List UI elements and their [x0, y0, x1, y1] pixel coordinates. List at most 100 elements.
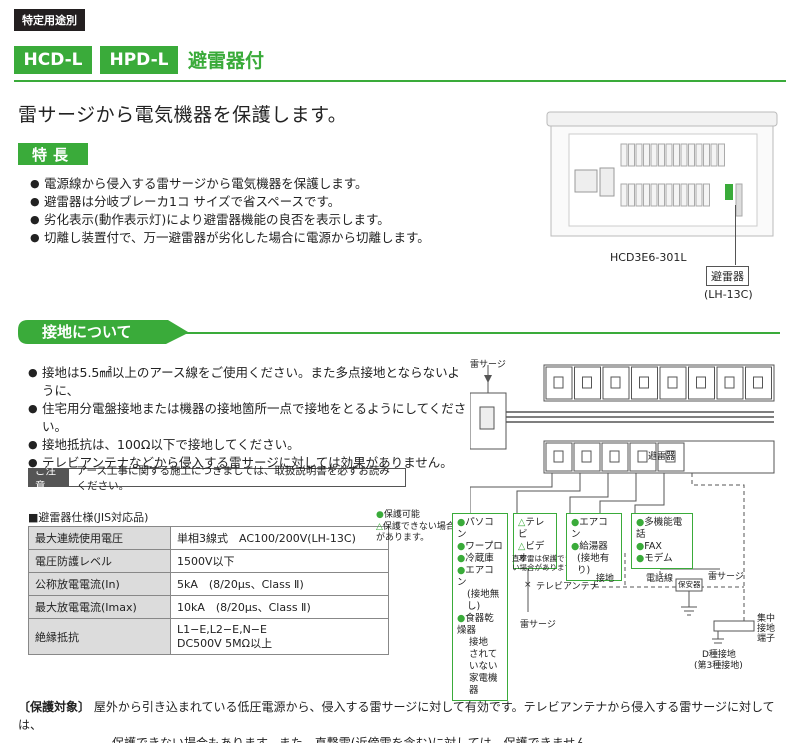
protector-label: 保安器 — [678, 580, 701, 589]
legend-ng-text: 保護できない場合があります。 — [376, 522, 455, 543]
grounding-item-cont: 住宅用分電盤接地または機器の接地箇所一点で接地をとるようにしてください。 — [28, 400, 468, 436]
device-label: (接地無し) — [467, 589, 500, 612]
breaker — [635, 183, 643, 207]
features-tag: 特長 — [18, 143, 88, 165]
breaker-switch — [665, 450, 676, 463]
device-label: 食器乾燥器 — [457, 613, 494, 636]
direct-strike-note: 直撃雷は保護できない場合があります。 — [512, 554, 580, 572]
page-headline: 雷サージから電気機器を保護します。 — [18, 104, 348, 126]
device-label: 多機能電話 — [636, 517, 683, 540]
breaker — [673, 183, 680, 207]
device-box-tv: △テレビ △ビデオ — [513, 513, 557, 569]
svg-text:×: × — [524, 580, 532, 590]
breaker-switch — [639, 376, 649, 389]
device-label: エアコン — [571, 517, 608, 540]
breaker — [688, 143, 695, 167]
breaker-switch — [610, 376, 621, 389]
terminal-label: 集中接地端子 — [757, 614, 776, 644]
surge-label-right: 雷サージ — [708, 572, 744, 582]
d-ground-sub-label: (第3種接地) — [694, 661, 743, 671]
breaker-switch — [637, 450, 648, 463]
breaker-cell — [745, 366, 772, 400]
spec-title: ■避雷器仕様(JIS対応品) — [28, 511, 149, 524]
breaker — [628, 143, 635, 167]
spec-value: 5kA (8/20μs、Class Ⅱ) — [170, 572, 389, 596]
breaker — [658, 183, 665, 207]
device-label: されていない — [469, 649, 498, 672]
breaker — [620, 183, 628, 207]
table-row: 最大連続使用電圧単相3線式 AC100/200V(LH-13C) — [28, 526, 389, 550]
header-rule — [14, 80, 786, 82]
breaker — [643, 183, 650, 207]
feature-item: 電源線から侵入する雷サージから電気機器を保護します。 — [30, 175, 530, 193]
breaker — [688, 183, 695, 207]
device-label: 接地 — [469, 637, 489, 648]
panel-illustration — [545, 110, 780, 240]
device-label: (接地有り) — [577, 553, 610, 576]
breaker — [710, 143, 718, 167]
grounding-label: 接地 — [596, 574, 615, 584]
feature-item: 切離し装置付で、万一避雷器が劣化した場合に電源から切離します。 — [30, 229, 530, 247]
arrester-leader — [735, 205, 736, 265]
spec-key: 電圧防護レベル — [28, 549, 171, 573]
notice: ご注意 アース工事に関する施工につきましては、取扱説明書を必ずお読みください。 — [28, 464, 406, 492]
breaker-switch — [609, 450, 620, 463]
grounding-item: 接地抵抗は、100Ω以下で接地してください。 — [28, 436, 468, 454]
grounding-item: テレビアンテナなどから侵入する雷サージに対しては効果がありません。 — [28, 454, 468, 472]
spec-key: 絶縁抵抗 — [28, 618, 171, 655]
tv-antenna-label: テレビアンテナ — [536, 582, 599, 592]
legend-ok: ●保護可能 — [376, 510, 420, 520]
breaker — [650, 183, 658, 207]
arrester-label: 避雷器 — [706, 266, 749, 286]
breaker — [680, 183, 688, 207]
breaker — [665, 143, 673, 167]
spec-value: 10kA (8/20μs、Class Ⅱ) — [170, 595, 389, 619]
breaker — [695, 183, 703, 207]
feature-item: 劣化表示(動作表示灯)により避雷器機能の良否を表示します。 — [30, 211, 530, 229]
breaker — [703, 183, 710, 207]
device-box-appliances: ●パソコン ●ワープロ ●冷蔵庫 ●エアコン (接地無し) ●食器乾燥器 接地 … — [452, 513, 508, 701]
grounding-title: 接地について — [42, 323, 132, 341]
breaker-switch — [582, 376, 592, 389]
device-label: FAX — [644, 541, 662, 552]
breaker — [718, 143, 725, 167]
breaker — [650, 143, 658, 167]
breaker — [620, 143, 628, 167]
breaker — [680, 143, 688, 167]
legend-ng: △保護できない場合があります。 — [376, 522, 455, 543]
table-row: 公称放電電流(In)5kA (8/20μs、Class Ⅱ) — [28, 572, 389, 596]
device-label: ビデオ — [518, 541, 545, 564]
notice-text: アース工事に関する施工につきましては、取扱説明書を必ずお読みください。 — [76, 464, 390, 492]
breaker-switch — [696, 376, 706, 389]
breaker — [635, 143, 643, 167]
d-ground-label: D種接地 — [702, 650, 736, 660]
surge-label-top: 雷サージ — [470, 360, 506, 370]
wiring-lines: × — [470, 364, 775, 644]
breaker-switch — [553, 376, 564, 389]
spec-key: 公称放電電流(In) — [28, 572, 171, 596]
breaker — [665, 183, 673, 207]
breaker — [628, 183, 635, 207]
breaker-switch — [753, 376, 763, 389]
device-label: 給湯器 — [579, 541, 608, 552]
device-label: モデム — [644, 553, 673, 564]
feature-item: 避雷器は分岐ブレーカ1コ サイズで省スペースです。 — [30, 193, 530, 211]
spec-value: DC500V 5MΩ以上 — [177, 636, 273, 650]
spec-value: L1−E,L2−E,N−E — [177, 622, 267, 636]
spec-key: 最大連続使用電圧 — [28, 526, 171, 550]
device-label: 冷蔵庫 — [465, 553, 494, 564]
footer-label: 〔保護対象〕 — [18, 700, 91, 714]
breaker-switch — [581, 450, 592, 463]
phone-line-label: 電話線 — [646, 574, 674, 584]
breaker — [695, 143, 703, 167]
features-list: 電源線から侵入する雷サージから電気機器を保護します。 避雷器は分岐ブレーカ1コ … — [30, 175, 530, 247]
model-tag-hpd: HPD-L — [100, 46, 178, 74]
footer-line-1: 屋外から引き込まれている低圧電源から、侵入する雷サージに対して有効です。テレビア… — [18, 700, 775, 732]
subtitle: 避雷器付 — [188, 50, 265, 72]
spec-table: 最大連続使用電圧単相3線式 AC100/200V(LH-13C) 電圧防護レベル… — [28, 526, 389, 655]
device-label: エアコン — [457, 565, 494, 588]
breaker-switch — [553, 450, 564, 463]
legend-ok-text: 保護可能 — [383, 510, 420, 520]
grounding-bar: 接地について — [18, 318, 780, 344]
